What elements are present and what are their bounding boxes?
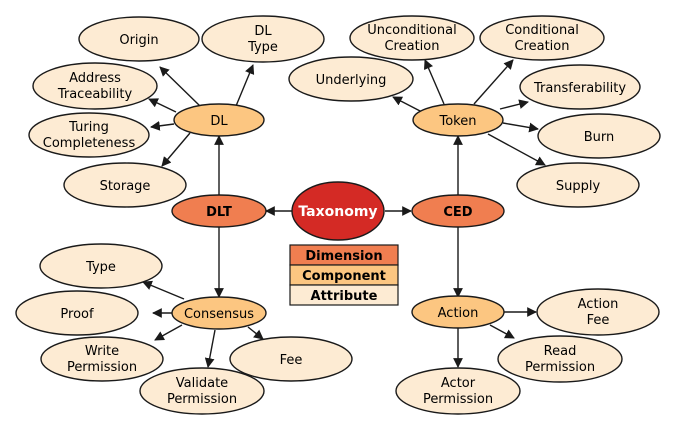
proof-label: Proof: [60, 307, 94, 322]
action-label: Action: [438, 306, 479, 321]
edge-dl-turing: [150, 121, 175, 131]
unconditional-creation-label-1: Unconditional: [367, 23, 456, 38]
edge-token-conditional: [473, 59, 514, 105]
actor-permission-label-2: Permission: [423, 392, 493, 407]
transferability-node: Transferability: [519, 64, 641, 110]
dlt-node: DLT: [171, 194, 267, 228]
edges: [142, 59, 546, 368]
edge-token-unconditional: [423, 59, 445, 105]
ced-node: CED: [411, 194, 505, 228]
storage-node: Storage: [63, 162, 187, 208]
edge-token-supply: [487, 133, 546, 166]
conditional-creation-label-2: Creation: [514, 39, 569, 54]
read-permission-label-2: Permission: [525, 360, 595, 375]
write-permission-label-1: Write: [85, 344, 119, 359]
actor-permission-node: Actor Permission: [395, 367, 521, 415]
action-fee-node: Action Fee: [536, 288, 660, 336]
conditional-creation-label-1: Conditional: [505, 23, 579, 38]
conditional-creation-node: Conditional Creation: [479, 15, 605, 61]
ced-label: CED: [443, 205, 472, 220]
edge-token-transferability: [499, 99, 529, 110]
action-fee-label-1: Action: [578, 297, 619, 312]
turing-completeness-label-1: Turing: [68, 120, 109, 135]
read-permission-label-1: Read: [544, 344, 577, 359]
dl-type-label-1: DL: [254, 24, 272, 39]
proof-node: Proof: [15, 290, 139, 336]
edge-dl-storage: [161, 132, 191, 167]
legend-dimension-label: Dimension: [305, 249, 382, 264]
actor-permission-label-1: Actor: [441, 376, 476, 391]
turing-completeness-node: Turing Completeness: [28, 112, 150, 158]
token-node: Token: [412, 103, 504, 137]
dl-label: DL: [210, 114, 228, 129]
taxonomy-label: Taxonomy: [298, 204, 377, 220]
storage-label: Storage: [100, 179, 151, 194]
validate-permission-node: Validate Permission: [139, 367, 265, 415]
edge-dl-origin: [159, 66, 201, 107]
unconditional-creation-node: Unconditional Creation: [349, 15, 475, 61]
write-permission-node: Write Permission: [40, 336, 164, 382]
dl-node: DL: [173, 103, 265, 137]
edge-action-read: [489, 324, 515, 339]
taxonomy-node: Taxonomy: [291, 181, 385, 241]
type-label: Type: [85, 260, 116, 275]
validate-permission-label-1: Validate: [176, 376, 228, 391]
edge-consensus-validate: [204, 329, 216, 368]
burn-label: Burn: [584, 130, 615, 145]
address-traceability-label-2: Traceability: [57, 87, 133, 102]
underlying-label: Underlying: [316, 73, 387, 88]
legend-attribute-swatch: [289, 284, 399, 306]
address-traceability-node: Address Traceability: [32, 62, 158, 110]
edge-consensus-type: [142, 280, 185, 300]
type-node: Type: [39, 243, 163, 289]
turing-completeness-label-2: Completeness: [43, 136, 136, 151]
unconditional-creation-label-2: Creation: [384, 39, 439, 54]
dl-type-label-2: Type: [247, 40, 278, 55]
origin-node: Origin: [78, 16, 200, 62]
edge-token-underlying: [392, 96, 423, 113]
origin-label: Origin: [119, 33, 158, 48]
write-permission-label-2: Permission: [67, 360, 137, 375]
token-label: Token: [439, 114, 477, 129]
validate-permission-label-2: Permission: [167, 392, 237, 407]
edge-consensus-fee: [247, 326, 264, 340]
edge-dl-dltype: [235, 64, 255, 107]
dl-type-node: DL Type: [201, 15, 325, 63]
supply-label: Supply: [556, 179, 601, 194]
action-node: Action: [411, 295, 505, 329]
legend: Dimension Component Attribute: [289, 244, 399, 306]
action-fee-label-2: Fee: [587, 313, 610, 328]
read-permission-node: Read Permission: [497, 335, 623, 383]
legend-component-label: Component: [302, 269, 386, 284]
legend-attribute-label: Attribute: [311, 289, 378, 304]
burn-node: Burn: [537, 113, 661, 159]
address-traceability-label-1: Address: [69, 71, 121, 86]
dlt-label: DLT: [206, 205, 232, 220]
edge-dl-address: [148, 98, 177, 113]
fee-label: Fee: [280, 353, 303, 368]
underlying-node: Underlying: [288, 56, 414, 102]
supply-node: Supply: [516, 162, 640, 208]
edge-token-burn: [502, 122, 539, 133]
consensus-node: Consensus: [171, 296, 267, 330]
transferability-label: Transferability: [533, 81, 626, 96]
edge-consensus-write: [154, 324, 183, 341]
consensus-label: Consensus: [184, 307, 254, 322]
fee-node: Fee: [229, 336, 353, 382]
